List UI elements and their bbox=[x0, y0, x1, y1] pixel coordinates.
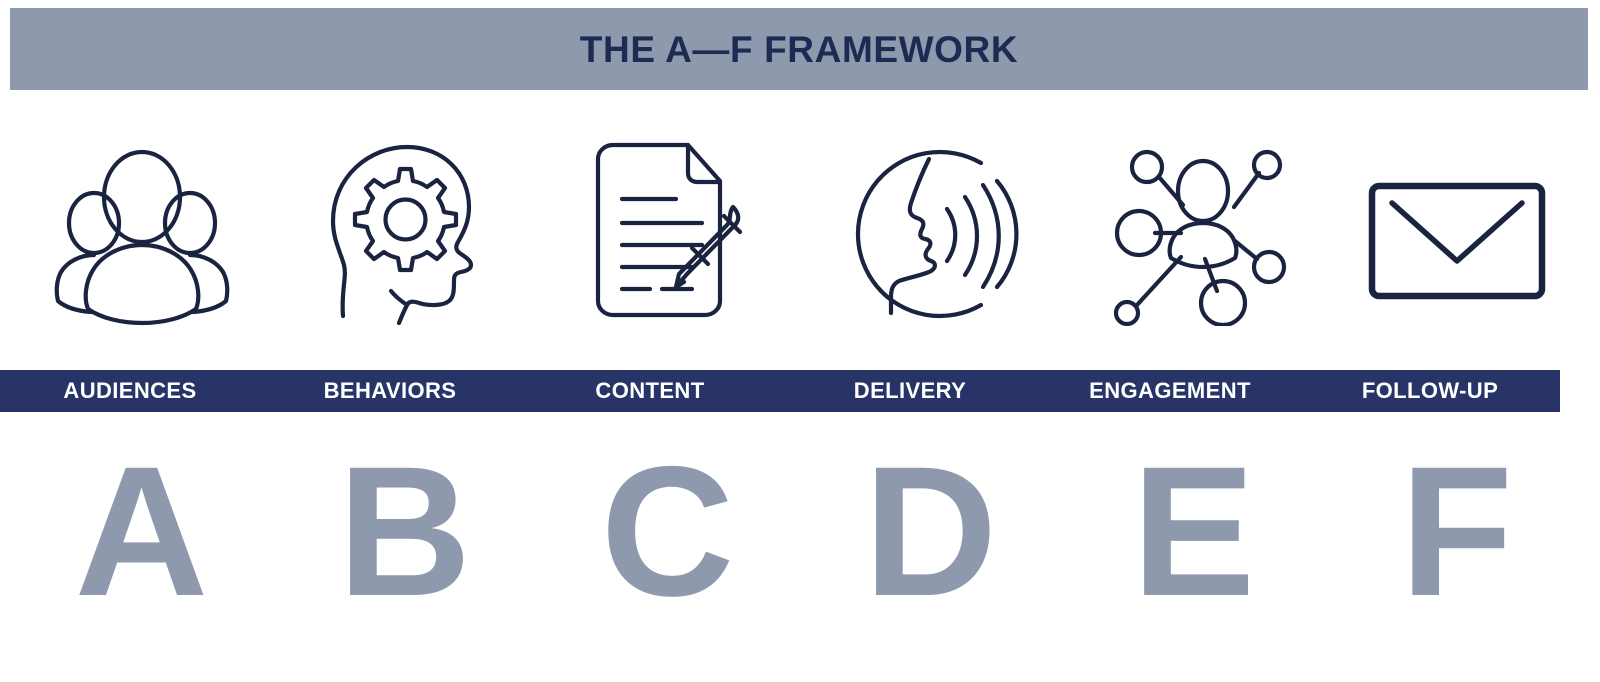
icon-cell-engagement bbox=[1062, 126, 1325, 341]
letter-a: A bbox=[74, 429, 209, 635]
letter-b: B bbox=[337, 429, 472, 635]
letter-f: F bbox=[1399, 429, 1513, 635]
label-content: CONTENT bbox=[595, 378, 705, 403]
letters-row: A B C D E F bbox=[10, 440, 1588, 630]
network-person-icon bbox=[1099, 141, 1289, 326]
page-title: THE A—F FRAMEWORK bbox=[579, 28, 1019, 70]
label-behaviors: BEHAVIORS bbox=[323, 378, 457, 403]
icon-cell-content bbox=[536, 126, 799, 341]
label-bar: AUDIENCES BEHAVIORS CONTENT DELIVERY ENG… bbox=[0, 370, 1560, 412]
header-bar: THE A—F FRAMEWORK bbox=[10, 8, 1588, 90]
label-follow-up: FOLLOW-UP bbox=[1361, 378, 1499, 403]
icon-cell-follow-up bbox=[1325, 126, 1588, 341]
head-gear-icon bbox=[325, 141, 485, 326]
speaking-face-waves-icon bbox=[841, 141, 1021, 326]
people-group-icon bbox=[47, 141, 237, 326]
label-engagement: ENGAGEMENT bbox=[1089, 378, 1251, 403]
letter-d: D bbox=[863, 429, 998, 635]
envelope-icon bbox=[1362, 141, 1552, 326]
label-audiences: AUDIENCES bbox=[63, 378, 197, 403]
document-pencil-icon bbox=[580, 141, 755, 326]
icon-row bbox=[10, 126, 1588, 341]
label-delivery: DELIVERY bbox=[853, 378, 967, 403]
icon-cell-delivery bbox=[799, 126, 1062, 341]
letter-e: E bbox=[1131, 429, 1256, 635]
icon-cell-audiences bbox=[10, 126, 273, 341]
icon-cell-behaviors bbox=[273, 126, 536, 341]
letter-c: C bbox=[600, 429, 735, 635]
